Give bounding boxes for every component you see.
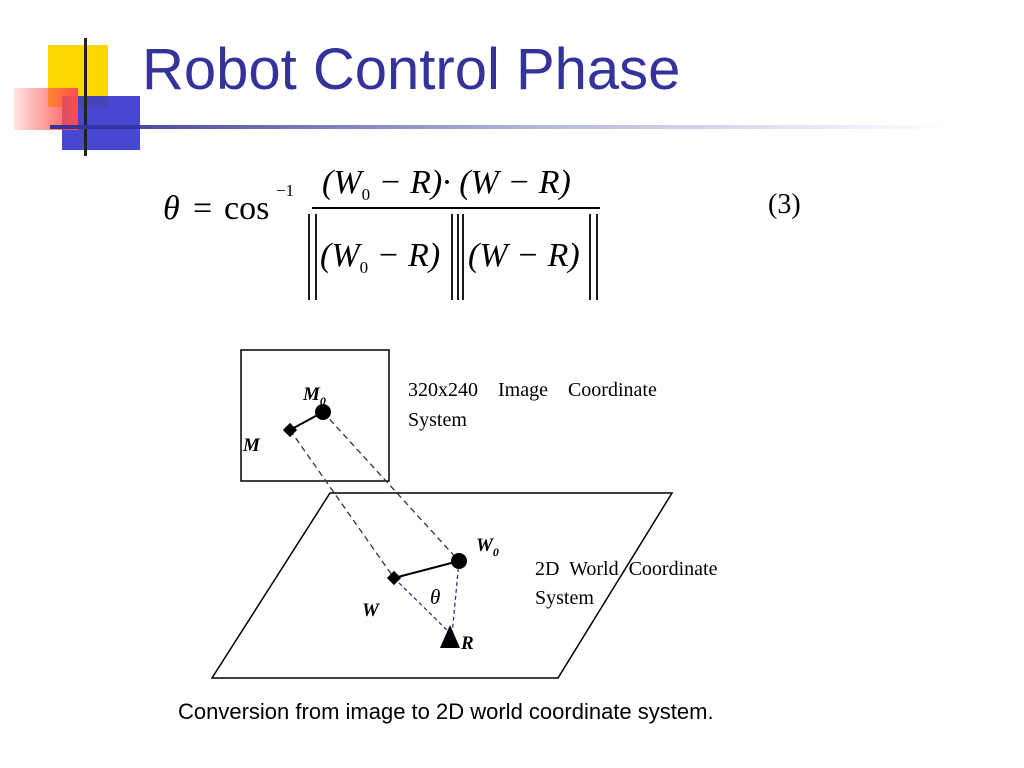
label-theta: θ [430, 585, 440, 609]
equation-3: θ = cos −1 (W0 − R)· (W − R) (W0 − R) (W… [163, 164, 801, 300]
eq-cos: cos [224, 190, 269, 227]
svg-text:(W0 − R): (W0 − R) [320, 237, 440, 277]
robot-marker-triangle [440, 625, 460, 648]
image-system-label-line1: 320x240 Image Coordinate [408, 379, 657, 401]
eq-num-w0-sub: 0 [362, 185, 371, 204]
eq-inverse-exponent: −1 [276, 181, 294, 200]
segment-w-w0 [393, 560, 460, 579]
label-m: M [242, 435, 261, 456]
svg-text:W0: W0 [476, 535, 499, 559]
label-r: R [460, 633, 474, 654]
eq-num-rest: − R)· (W − R) [370, 164, 571, 201]
eq-den-w-r: (W − R) [468, 237, 580, 274]
label-m0-sub: 0 [320, 394, 326, 408]
label-w: W [362, 600, 380, 621]
eq-den-w0: (W [320, 237, 362, 274]
eq-number: (3) [768, 189, 801, 220]
eq-num-w0: (W [322, 164, 364, 201]
eq-numerator: (W0 − R)· (W − R) [322, 164, 571, 204]
title-rule [50, 125, 950, 129]
point-m0-marker [315, 404, 331, 420]
slide-title: Robot Control Phase [142, 37, 681, 102]
eq-theta: θ [163, 190, 180, 227]
eq-denominator: (W0 − R) (W − R) [308, 214, 598, 300]
image-system-label-line2: System [408, 409, 467, 431]
projection-line-m [289, 429, 395, 579]
point-w0-marker [451, 553, 467, 569]
projection-line-m0 [322, 411, 460, 562]
svg-text:M0: M0 [302, 384, 326, 408]
eq-den-rest: − R) [368, 237, 440, 274]
svg-text:(W0 − R)· (W − R): (W0 − R)· (W − R) [322, 164, 571, 204]
deco-vertical-line [84, 38, 87, 156]
deco-red-block [14, 88, 78, 130]
world-system-label-line1: 2D World Coordinate [535, 558, 718, 580]
point-m-marker [282, 422, 298, 438]
label-m0: M [302, 384, 321, 405]
label-w0-sub: 0 [493, 545, 499, 559]
angle-line-w0-r [451, 560, 460, 636]
world-coordinate-plane [210, 492, 674, 679]
angle-line-w-r [393, 577, 453, 636]
image-coordinate-frame [240, 349, 390, 482]
eq-den-w0-sub: 0 [360, 258, 369, 277]
world-system-label-line2: System [535, 587, 594, 609]
slide-decoration [14, 38, 950, 156]
point-w-marker [386, 570, 402, 586]
label-w0: W [476, 535, 494, 556]
eq-equals: = [193, 190, 212, 227]
figure-caption: Conversion from image to 2D world coordi… [178, 699, 714, 724]
